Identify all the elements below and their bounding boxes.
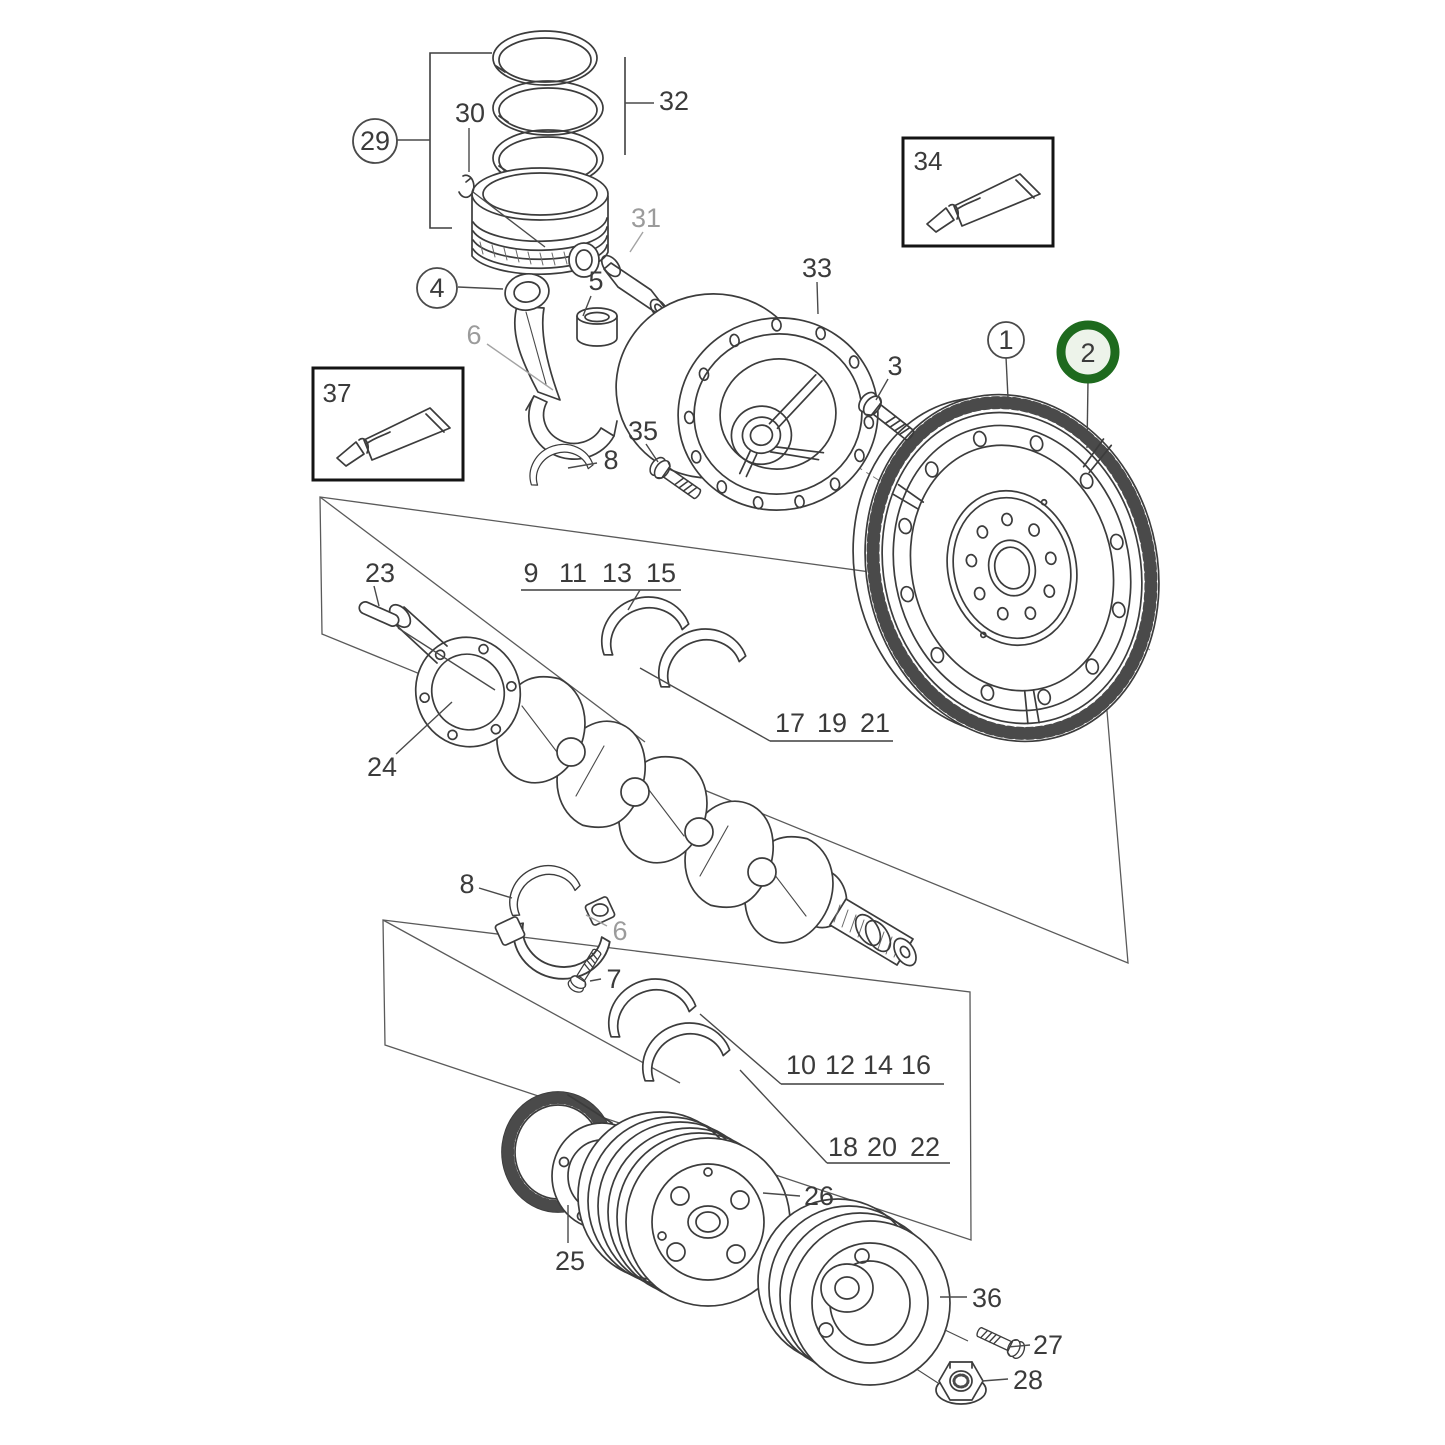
callout-13-label[interactable]: 13 xyxy=(602,558,632,588)
reference-plane-upper-diagonal xyxy=(319,496,646,743)
reference-plane-upper xyxy=(319,496,1129,965)
callout-6-cap-label[interactable]: 6 xyxy=(612,916,627,946)
callout-32-label[interactable]: 32 xyxy=(659,86,689,116)
callout-6-rod-label[interactable]: 6 xyxy=(466,320,481,350)
callout-25-label[interactable]: 25 xyxy=(555,1246,585,1276)
connecting-rod xyxy=(504,273,618,460)
small-end-bushing xyxy=(576,307,618,347)
callout-1[interactable]: 1 xyxy=(987,321,1025,359)
snap-ring xyxy=(458,174,475,199)
callout-7-label[interactable]: 7 xyxy=(606,964,621,994)
sealant-box-37 xyxy=(311,366,465,482)
callout-19-label[interactable]: 19 xyxy=(817,708,847,738)
vibration-damper xyxy=(757,1198,951,1386)
callout-18-label[interactable]: 18 xyxy=(828,1132,858,1162)
crankshaft-nut xyxy=(935,1361,987,1405)
callout-34-label[interactable]: 34 xyxy=(914,146,943,176)
callout-2-label[interactable]: 2 xyxy=(1080,338,1095,368)
callout-29[interactable]: 29 xyxy=(352,118,398,164)
piston-rings xyxy=(492,30,604,187)
callout-11-label[interactable]: 11 xyxy=(559,558,587,588)
crankshaft xyxy=(388,603,917,967)
callout-9-label[interactable]: 9 xyxy=(523,558,538,588)
reference-plane-lower xyxy=(382,919,972,1241)
reference-planes xyxy=(319,496,1129,1241)
callout-8-cap-label[interactable]: 8 xyxy=(459,869,474,899)
callout-29-label[interactable]: 29 xyxy=(360,126,390,156)
seal-housing xyxy=(615,293,879,511)
callout-28-label[interactable]: 28 xyxy=(1013,1365,1043,1395)
callout-27-label[interactable]: 27 xyxy=(1033,1330,1063,1360)
piston xyxy=(471,167,609,293)
ring-gear-teeth xyxy=(866,396,1158,740)
leader-lines xyxy=(373,52,1089,1382)
callout-33-label[interactable]: 33 xyxy=(802,253,832,283)
crankshaft-key xyxy=(358,601,400,627)
damper-bolt xyxy=(973,1322,1028,1362)
highlight-ring[interactable] xyxy=(1056,320,1120,384)
callout-8-rod-label[interactable]: 8 xyxy=(603,445,618,475)
callout-4-label[interactable]: 4 xyxy=(429,273,444,303)
callout-35-label[interactable]: 35 xyxy=(628,416,658,446)
callout-37-label[interactable]: 37 xyxy=(323,378,352,408)
crankshaft-pulley xyxy=(577,1111,791,1307)
reference-plane-lower-diagonal xyxy=(382,919,681,1084)
callouts: 29 4 1 2 37 34 30 32 31 5 6 8 33 3 35 23… xyxy=(323,86,1120,1395)
main-bearing-shell-lower-b xyxy=(629,1009,732,1085)
callout-24-label[interactable]: 24 xyxy=(367,752,397,782)
callout-5-label[interactable]: 5 xyxy=(588,266,603,296)
callout-16-label[interactable]: 16 xyxy=(901,1050,931,1080)
cap-bearing-shell xyxy=(497,853,582,919)
callout-21-label[interactable]: 21 xyxy=(860,708,890,738)
callout-30-label[interactable]: 30 xyxy=(455,98,485,128)
sealant-box-34 xyxy=(901,136,1055,248)
callout-36-label[interactable]: 36 xyxy=(972,1283,1002,1313)
callout-3-label[interactable]: 3 xyxy=(887,351,902,381)
callout-14-label[interactable]: 14 xyxy=(863,1050,893,1080)
callout-2-highlighted[interactable]: 2 xyxy=(1056,320,1120,384)
callout-17-label[interactable]: 17 xyxy=(775,708,805,738)
flywheel xyxy=(852,393,1160,743)
callout-12-label[interactable]: 12 xyxy=(825,1050,855,1080)
main-bearing-shell-upper-b xyxy=(645,615,748,691)
callout-23-label[interactable]: 23 xyxy=(365,558,395,588)
callout-26-label[interactable]: 26 xyxy=(804,1181,834,1211)
callout-10-label[interactable]: 10 xyxy=(786,1050,816,1080)
callout-15-label[interactable]: 15 xyxy=(646,558,676,588)
piston-pin xyxy=(600,254,669,320)
callout-22-label[interactable]: 22 xyxy=(910,1132,940,1162)
callout-20-label[interactable]: 20 xyxy=(867,1132,897,1162)
callout-1-label[interactable]: 1 xyxy=(998,325,1013,355)
callout-31-label[interactable]: 31 xyxy=(631,203,661,233)
callout-4[interactable]: 4 xyxy=(416,267,458,309)
